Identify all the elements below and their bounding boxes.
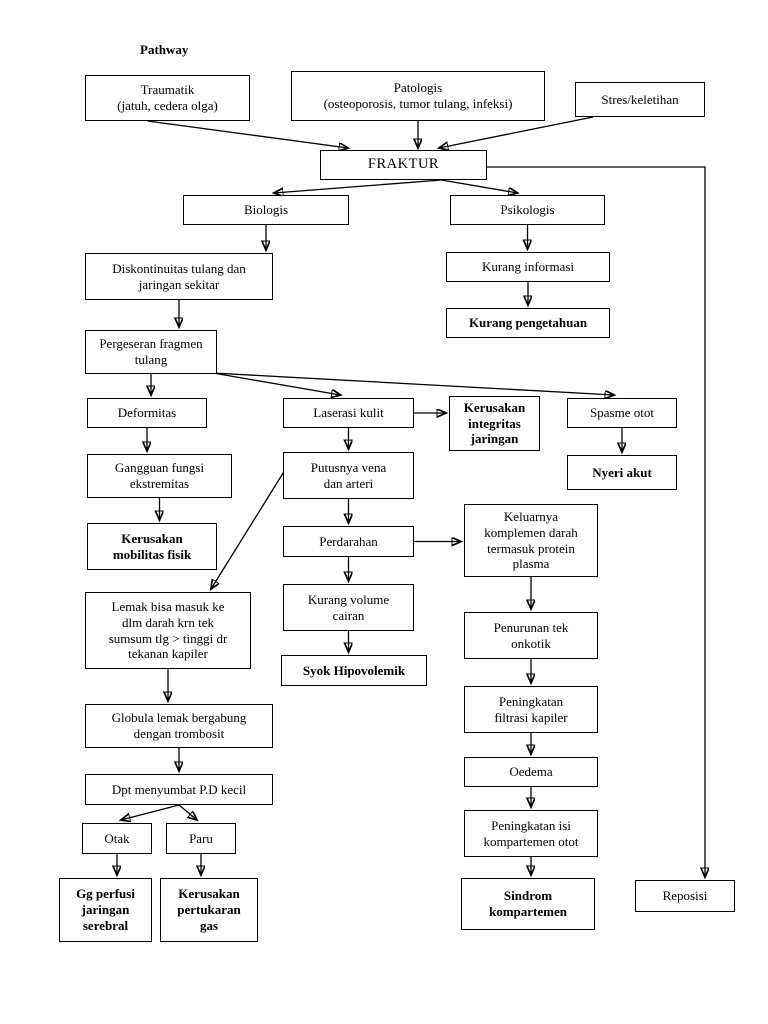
edge-dpt-menyumbat-to-paru xyxy=(178,804,197,820)
edge-fraktur-to-biologis xyxy=(274,179,442,193)
node-oedema: Oedema xyxy=(464,757,598,787)
node-laserasi: Laserasi kulit xyxy=(283,398,414,428)
node-dpt-menyumbat: Dpt menyumbat P.D kecil xyxy=(85,774,273,805)
node-patologis: Patologis(osteoporosis, tumor tulang, in… xyxy=(291,71,545,121)
node-fraktur: FRAKTUR xyxy=(320,150,487,180)
node-otak: Otak xyxy=(82,823,152,854)
node-psikologis: Psikologis xyxy=(450,195,605,225)
node-syok: Syok Hipovolemik xyxy=(281,655,427,686)
node-traumatik: Traumatik(jatuh, cedera olga) xyxy=(85,75,250,121)
node-spasme: Spasme otot xyxy=(567,398,677,428)
edge-putusnya-to-lemak xyxy=(211,469,286,589)
edge-dpt-menyumbat-to-otak xyxy=(121,804,180,820)
node-kurang-peng: Kurang pengetahuan xyxy=(446,308,610,338)
node-paru: Paru xyxy=(166,823,236,854)
node-kurang-info: Kurang informasi xyxy=(446,252,610,282)
node-biologis: Biologis xyxy=(183,195,349,225)
page-title: Pathway xyxy=(140,42,189,57)
edge-traumatik-to-fraktur xyxy=(147,120,349,148)
edge-pergeseran-to-laserasi xyxy=(212,372,341,395)
node-perdarahan: Perdarahan xyxy=(283,526,414,557)
edge-fraktur-to-reposisi xyxy=(487,166,705,877)
edge-stres-to-fraktur xyxy=(439,116,594,148)
node-reposisi: Reposisi xyxy=(635,880,735,912)
node-deformitas: Deformitas xyxy=(87,398,207,428)
node-stres: Stres/keletihan xyxy=(575,82,705,117)
edge-pergeseran-to-spasme xyxy=(212,372,614,395)
edge-fraktur-to-psikologis xyxy=(441,179,518,193)
node-nyeri: Nyeri akut xyxy=(567,455,677,490)
